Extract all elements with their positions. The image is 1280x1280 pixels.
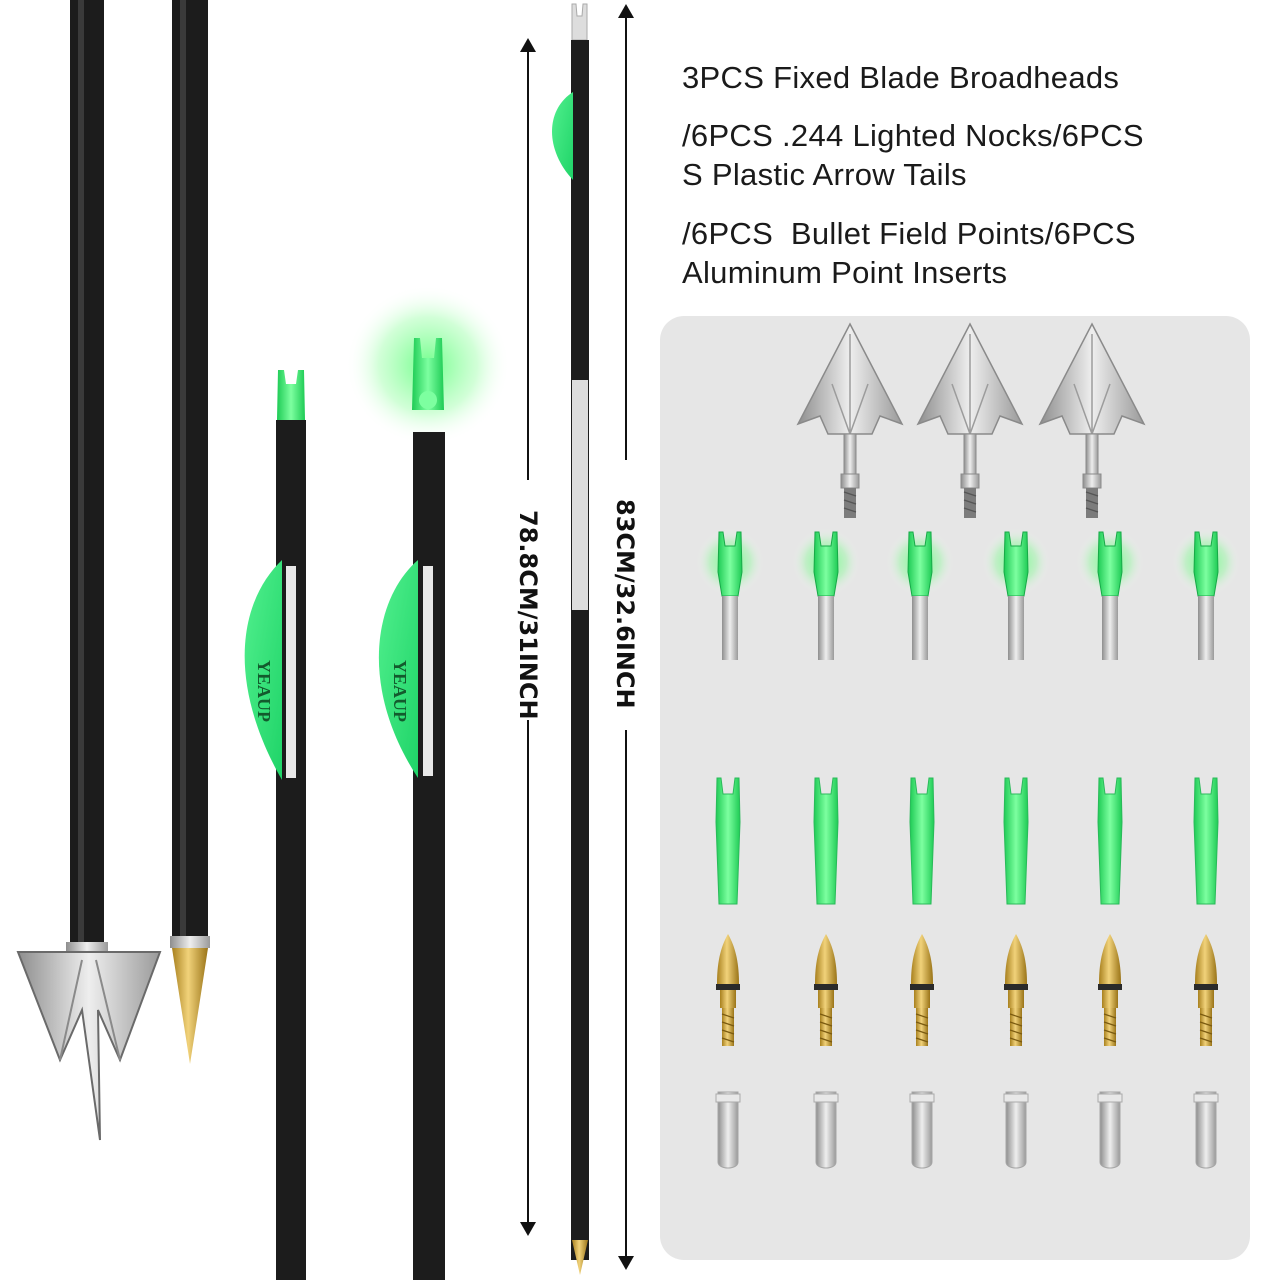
vane-brand: YEAUP — [254, 660, 274, 722]
desc-inserts: Aluminum Point Inserts — [682, 255, 1008, 290]
point-insert — [1193, 1091, 1219, 1169]
dimension-label-short: 78.8CM/31INCH — [514, 510, 542, 720]
point-insert — [1097, 1091, 1123, 1169]
plastic-tail — [1003, 777, 1029, 905]
desc-nocks: /6PCS .244 Lighted Nocks/6PCS — [682, 118, 1144, 153]
full-arrow — [552, 3, 589, 1275]
dimension-long — [618, 4, 634, 1270]
desc-tails: S Plastic Arrow Tails — [682, 157, 967, 192]
desc-points: /6PCS Bullet Field Points/6PCS — [682, 216, 1136, 251]
plastic-tail — [1193, 777, 1219, 905]
plastic-tail — [1097, 777, 1123, 905]
dimension-label-long: 83CM/32.6INCH — [611, 499, 639, 709]
field-point-arrow — [170, 0, 210, 1064]
point-insert — [1003, 1091, 1029, 1169]
point-insert — [909, 1091, 935, 1169]
vane-brand: YEAUP — [390, 660, 410, 722]
kit-panel — [660, 316, 1250, 1260]
desc-broadheads: 3PCS Fixed Blade Broadheads — [682, 60, 1120, 95]
broadhead-arrow — [16, 0, 162, 1141]
point-insert — [813, 1091, 839, 1169]
broadheads-row — [797, 323, 1145, 519]
plastic-tail — [909, 777, 935, 905]
dimension-short — [520, 38, 536, 1236]
point-insert — [715, 1091, 741, 1169]
plastic-tail — [813, 777, 839, 905]
arrow-lit-nock — [346, 285, 510, 1280]
plastic-tail — [715, 777, 741, 905]
arrow-unlit-nock — [244, 370, 306, 1280]
